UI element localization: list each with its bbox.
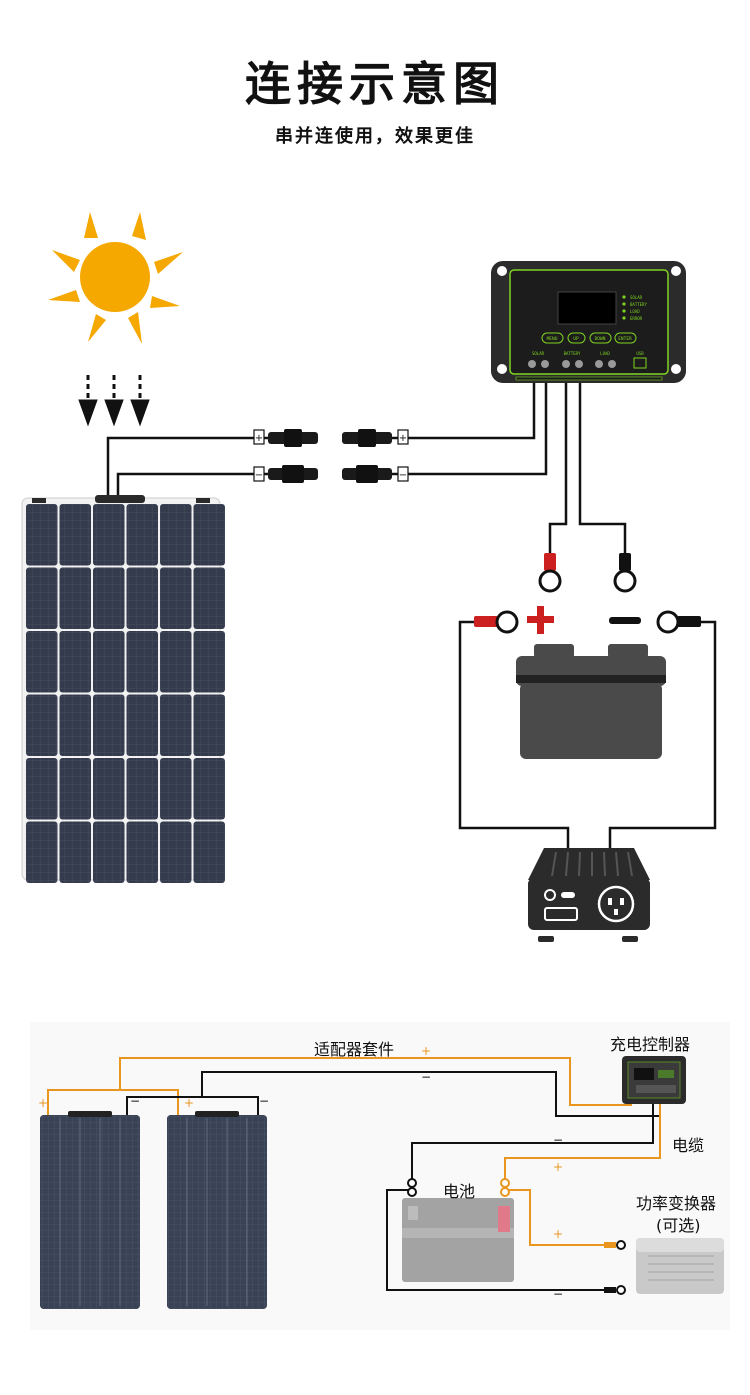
battery-photo [402,1198,514,1282]
solar-cell [26,821,58,883]
port-label-usb: USB [636,351,644,356]
charge-controller-label: 充电控制器 [610,1035,691,1054]
solar-cell [26,567,58,629]
inverter-terminal-positive-ring [474,610,519,634]
mc4-connector-negative-female [342,465,409,483]
inverter-photo [636,1238,724,1294]
bottom-diagram-background [30,1022,730,1330]
solar-cell [126,694,158,756]
solar-cell [59,504,91,566]
up-button: UP [573,336,579,342]
adapter-minus-sign: − [421,1070,432,1084]
indicator-solar: SOLAR [630,295,643,300]
page-subtitle: 串并连使用，效果更佳 [275,126,475,147]
solar-cell [93,821,125,883]
solar-cell [93,567,125,629]
solar-cell [59,758,91,820]
port-label-load: LOAD [600,351,610,356]
solar-cell [160,567,192,629]
solar-cell [126,567,158,629]
solar-panel-small-1 [40,1111,140,1309]
solar-cell [126,821,158,883]
solar-cell [193,631,225,693]
inverter-icon [528,848,650,942]
charge-controller-photo [622,1056,686,1104]
inverter-minus-sign: − [553,1287,564,1301]
mc4-plus-left: + [255,433,263,444]
solar-cell [26,694,58,756]
panel1-minus-sign: − [130,1094,141,1108]
solar-cell [26,758,58,820]
inverter-plus-sign: + [553,1227,564,1241]
solar-cell [26,504,58,566]
solar-cell [93,694,125,756]
down-button: DOWN [595,336,606,342]
sunlight-arrows-icon [78,375,150,427]
solar-cell [193,694,225,756]
page-title: 连接示意图 [245,57,505,111]
bottom-terminals [407,1178,626,1295]
solar-cell [126,504,158,566]
solar-cell [160,694,192,756]
battery-icon [516,606,666,759]
mc4-connector-positive-male [253,429,318,447]
solar-cell [93,631,125,693]
cable-minus-sign: − [553,1133,564,1147]
solar-cell [93,758,125,820]
indicator-error: ERROR [630,316,643,321]
solar-panel-large [21,495,225,883]
bottom-wires [47,1057,661,1291]
mc4-plus-right: + [399,433,407,444]
solar-cell [160,504,192,566]
adapter-kit-label: 适配器套件 [314,1040,395,1059]
mc4-minus-left: − [255,470,263,481]
battery-label: 电池 [443,1182,476,1201]
solar-cell [193,758,225,820]
panel2-plus-sign: + [184,1096,195,1110]
solar-cell [126,631,158,693]
top-wires [106,372,717,848]
enter-button: ENTER [618,336,632,342]
panel1-plus-sign: + [38,1096,49,1110]
solar-cell [160,758,192,820]
inverter-label: 功率变换器 [636,1194,717,1213]
battery-terminal-negative-ring [613,553,637,593]
mc4-connector-positive-female [342,429,409,447]
sun-icon [48,212,183,344]
solar-cell [59,567,91,629]
mc4-connector-negative-male [253,465,318,483]
port-label-solar: SOLAR [532,351,545,356]
solar-cell [26,631,58,693]
indicator-load: LOAD [630,309,640,314]
cable-label: 电缆 [672,1136,705,1155]
solar-cell [59,821,91,883]
solar-cell [160,821,192,883]
cable-plus-sign: + [553,1160,564,1174]
solar-cell [126,758,158,820]
inverter-terminal-negative-ring [656,610,701,634]
solar-cell [193,567,225,629]
panel2-minus-sign: − [259,1094,270,1108]
charge-controller-device: SOLAR BATTERY LOAD ERROR MENU UP DOWN EN… [491,261,686,383]
menu-button: MENU [547,336,558,342]
adapter-plus-sign: + [421,1044,432,1058]
indicator-battery: BATTERY [630,302,647,307]
solar-panel-small-2 [167,1111,267,1309]
inverter-optional-label: (可选) [656,1216,701,1235]
solar-cell [59,694,91,756]
solar-cell [193,504,225,566]
mc4-minus-right: − [399,470,407,481]
solar-cell [193,821,225,883]
battery-terminal-positive-ring [538,553,562,593]
solar-cell [93,504,125,566]
solar-cell [160,631,192,693]
solar-cell [59,631,91,693]
port-label-battery: BATTERY [564,351,581,356]
